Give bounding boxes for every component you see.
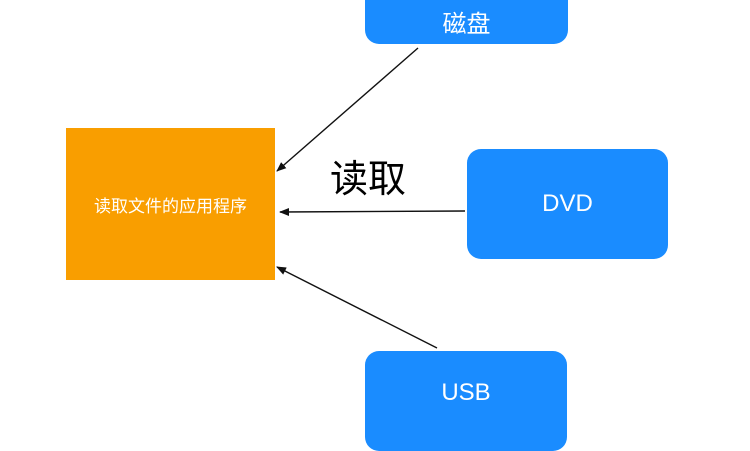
app-box-label: 读取文件的应用程序	[94, 196, 247, 217]
arrow-disk-to-app	[276, 47, 419, 172]
arrow-dvd-to-app	[279, 207, 466, 216]
disk-box: 磁盘	[365, 0, 568, 44]
disk-box-label: 磁盘	[442, 10, 491, 38]
dvd-box-label: DVD	[542, 190, 593, 217]
dvd-box: DVD	[467, 149, 668, 259]
edge-label-read: 读取	[330, 157, 407, 201]
app-box: 读取文件的应用程序	[66, 128, 275, 280]
usb-box-label: USB	[441, 379, 491, 406]
arrow-usb-to-app	[276, 266, 438, 349]
usb-box: USB	[365, 351, 567, 451]
arrows-layer	[276, 47, 466, 349]
